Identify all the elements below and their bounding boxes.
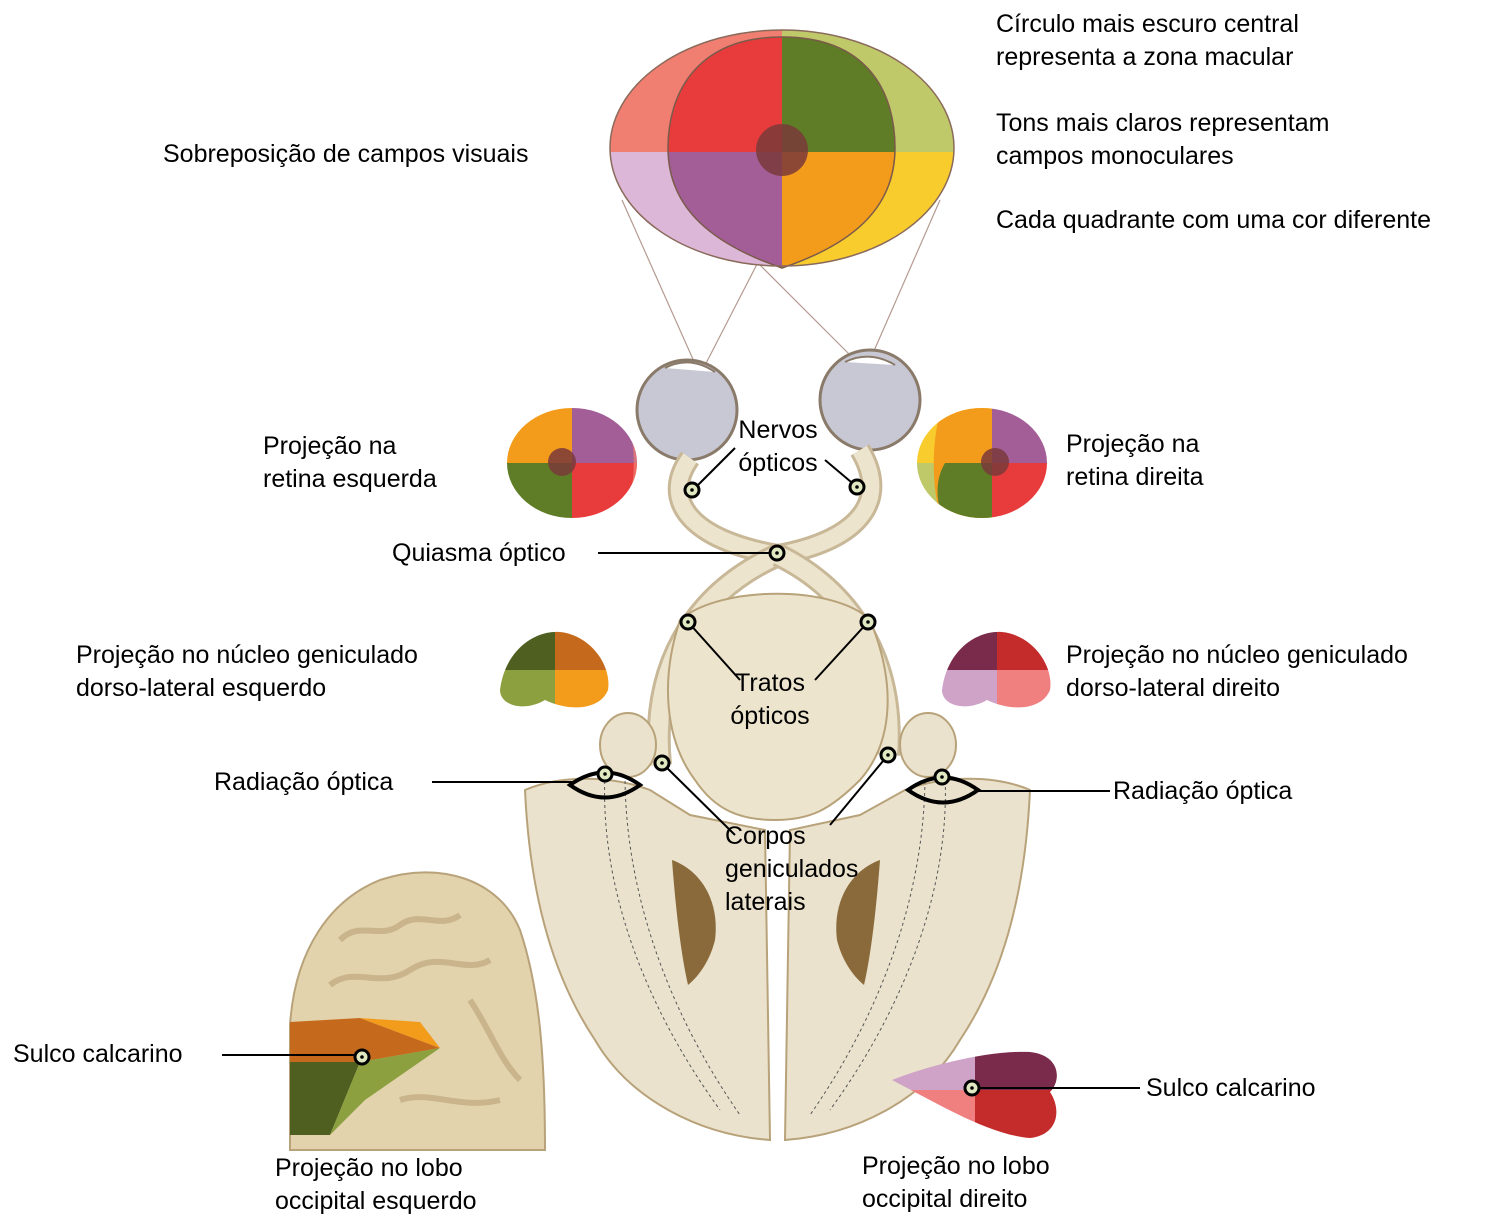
label-radiation-right: Radiação óptica (1113, 775, 1292, 808)
label-radiation-left: Radiação óptica (214, 766, 393, 799)
label-overlap: Sobreposição de campos visuais (163, 138, 528, 171)
label-lgn-left-line1: Projeção no núcleo geniculado (76, 639, 418, 672)
label-lgb-line2: geniculados (725, 853, 858, 886)
marker-calcarine-right (965, 1081, 979, 1095)
right-eye (820, 350, 920, 450)
label-optic-tracts-line2: ópticos (720, 700, 820, 733)
label-lgn-right-line1: Projeção no núcleo geniculado (1066, 639, 1408, 672)
label-retina-left: Projeção na retina esquerda (263, 430, 437, 496)
label-calcarine-right: Sulco calcarino (1146, 1072, 1316, 1105)
label-lgn-right: Projeção no núcleo geniculado dorso-late… (1066, 639, 1408, 705)
marker-optic-nerve-right (850, 480, 864, 494)
label-lgn-right-line2: dorso-lateral direito (1066, 672, 1408, 705)
label-chiasm: Quiasma óptico (392, 537, 566, 570)
label-optic-tracts-line1: Tratos (720, 667, 820, 700)
note-monocular-line2: campos monoculares (996, 140, 1329, 173)
marker-chiasm (770, 546, 784, 560)
marker-lgb-left (655, 756, 669, 770)
marker-radiation-left (598, 767, 612, 781)
note-monocular: Tons mais claros representam campos mono… (996, 107, 1329, 173)
label-lateral-geniculate-bodies: Corpos geniculados laterais (725, 820, 858, 919)
label-occipital-right: Projeção no lobo occipital direito (862, 1150, 1050, 1216)
label-occipital-left-line2: occipital esquerdo (275, 1185, 477, 1218)
label-lgn-left: Projeção no núcleo geniculado dorso-late… (76, 639, 418, 705)
note-macula-line1: Círculo mais escuro central (996, 8, 1299, 41)
label-retina-right-line1: Projeção na (1066, 428, 1204, 461)
lgn-right-projection (937, 625, 1057, 715)
label-lgn-left-line2: dorso-lateral esquerdo (76, 672, 418, 705)
marker-tract-right (861, 615, 875, 629)
label-retina-right-line2: retina direita (1066, 461, 1204, 494)
marker-lgb-right (881, 748, 895, 762)
note-monocular-line1: Tons mais claros representam (996, 107, 1329, 140)
label-calcarine-left: Sulco calcarino (13, 1038, 183, 1071)
label-optic-nerves-line2: ópticos (728, 447, 828, 480)
note-macula: Círculo mais escuro central representa a… (996, 8, 1299, 74)
marker-tract-left (681, 615, 695, 629)
label-occipital-left: Projeção no lobo occipital esquerdo (275, 1152, 477, 1218)
retina-right-projection (910, 400, 1054, 526)
marker-optic-nerve-left (685, 483, 699, 497)
label-occipital-right-line2: occipital direito (862, 1183, 1050, 1216)
left-eye (637, 360, 737, 460)
label-lgb-line3: laterais (725, 886, 858, 919)
retina-left-projection (500, 400, 650, 526)
marker-radiation-right (935, 770, 949, 784)
label-occipital-right-line1: Projeção no lobo (862, 1150, 1050, 1183)
label-optic-nerves: Nervos ópticos (728, 414, 828, 480)
left-occipital-lobe (290, 872, 545, 1150)
lgn-left-projection (495, 625, 615, 715)
macula-circle (756, 124, 808, 176)
note-quadrant: Cada quadrante com uma cor diferente (996, 204, 1431, 237)
marker-calcarine-left (355, 1050, 369, 1064)
label-optic-tracts: Tratos ópticos (720, 667, 820, 733)
label-retina-left-line1: Projeção na (263, 430, 437, 463)
lgb-right (900, 713, 956, 777)
note-macula-line2: representa a zona macular (996, 41, 1299, 74)
label-retina-left-line2: retina esquerda (263, 463, 437, 496)
label-occipital-left-line1: Projeção no lobo (275, 1152, 477, 1185)
visual-field-overlap (600, 20, 964, 282)
label-lgb-line1: Corpos (725, 820, 858, 853)
label-retina-right: Projeção na retina direita (1066, 428, 1204, 494)
label-optic-nerves-line1: Nervos (728, 414, 828, 447)
